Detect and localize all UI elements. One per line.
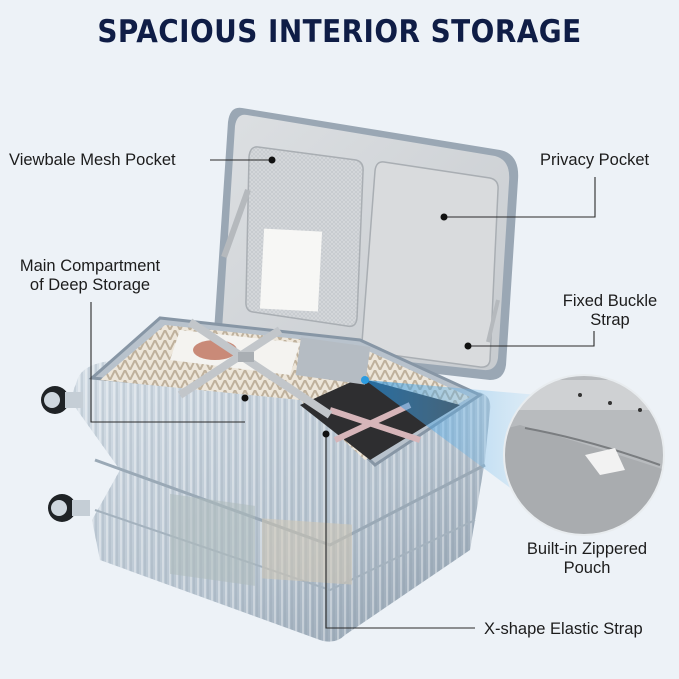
zoom-beam	[365, 380, 540, 510]
leader-dots	[241, 156, 472, 438]
page-title: SPACIOUS INTERIOR STORAGE	[97, 14, 582, 50]
callout-mesh-pocket: Viewbale Mesh Pocket	[9, 151, 176, 170]
callout-text: Privacy Pocket	[540, 151, 650, 169]
callout-elastic-strap: X-shape Elastic Strap	[484, 620, 643, 639]
callout-text: X-shape Elastic Strap	[484, 620, 643, 638]
callout-text-line2: Pouch	[563, 559, 611, 577]
callout-zippered-pouch: Built-in Zippered Pouch	[512, 540, 662, 578]
callout-main-compartment: Main Compartment of Deep Storage	[4, 257, 176, 295]
callout-text: Viewbale Mesh Pocket	[9, 151, 176, 169]
callout-privacy-pocket: Privacy Pocket	[540, 151, 649, 170]
callout-buckle-strap: Fixed Buckle Strap	[550, 292, 670, 330]
suitcase-lid	[213, 107, 519, 381]
leader-lines	[90, 159, 596, 629]
suitcase-body	[41, 316, 491, 642]
callout-text-line1: Fixed Buckle	[562, 292, 658, 310]
callout-text-line1: Main Compartment	[19, 257, 161, 275]
callout-text-line2: of Deep Storage	[29, 276, 151, 294]
callout-text-line1: Built-in Zippered	[526, 540, 648, 558]
callout-text-line2: Strap	[590, 311, 630, 329]
